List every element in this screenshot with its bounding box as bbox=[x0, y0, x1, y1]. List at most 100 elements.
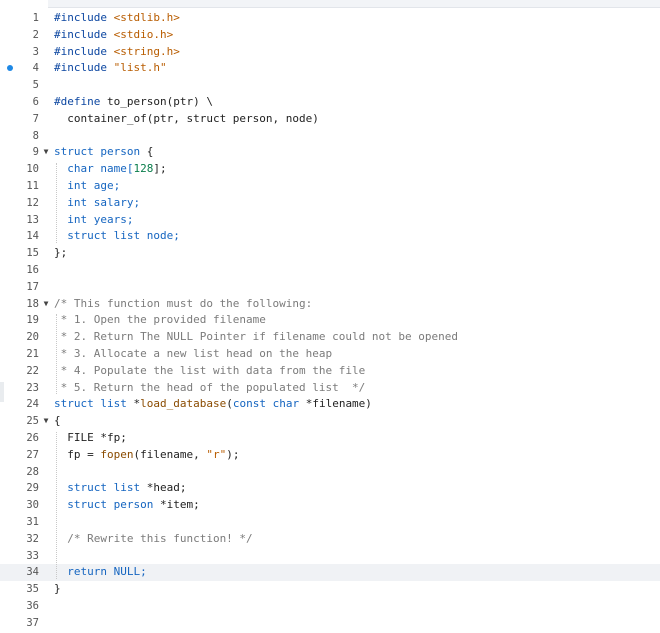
code-line[interactable]: 29 struct list *head; bbox=[0, 480, 660, 497]
line-number[interactable]: 18 bbox=[26, 297, 39, 310]
line-number[interactable]: 34 bbox=[26, 566, 39, 579]
line-number[interactable]: 1 bbox=[32, 12, 39, 24]
code-text: * 2. Return The NULL Pointer if filename… bbox=[54, 329, 458, 346]
line-number[interactable]: 12 bbox=[26, 196, 39, 209]
line-number[interactable]: 27 bbox=[26, 448, 39, 461]
line-number[interactable]: 17 bbox=[26, 280, 39, 293]
line-number[interactable]: 36 bbox=[26, 600, 39, 612]
code-line[interactable]: 3 #include <string.h> bbox=[0, 44, 660, 61]
breakpoint-icon[interactable] bbox=[7, 65, 13, 72]
code-line[interactable]: 33 bbox=[0, 548, 660, 565]
code-token: * bbox=[133, 397, 141, 411]
line-number[interactable]: 9 bbox=[32, 146, 39, 159]
line-number[interactable]: 4 bbox=[32, 62, 39, 75]
line-number[interactable]: 26 bbox=[26, 432, 39, 444]
line-number[interactable]: 23 bbox=[26, 381, 39, 394]
code-line[interactable]: 22 * 4. Populate the list with data from… bbox=[0, 363, 660, 380]
code-line[interactable]: 4 #include "list.h" bbox=[0, 60, 660, 77]
line-number[interactable]: 28 bbox=[26, 465, 39, 478]
code-token: struct bbox=[54, 397, 101, 411]
line-number[interactable]: 14 bbox=[26, 230, 39, 243]
code-line[interactable]: 36 bbox=[0, 598, 660, 615]
code-line[interactable]: 9▼struct person { bbox=[0, 144, 660, 161]
code-line[interactable]: 16 bbox=[0, 262, 660, 279]
code-line[interactable]: 30 struct person *item; bbox=[0, 497, 660, 514]
code-line[interactable]: 31 bbox=[0, 514, 660, 531]
code-token: person bbox=[100, 145, 147, 159]
indent-guide bbox=[56, 314, 57, 395]
line-number[interactable]: 16 bbox=[26, 264, 39, 276]
code-line[interactable]: 19 * 1. Open the provided filename bbox=[0, 312, 660, 329]
line-number[interactable]: 21 bbox=[26, 348, 39, 360]
code-line[interactable]: 6 #define to_person(ptr) \ bbox=[0, 94, 660, 111]
code-text: #include <string.h> bbox=[54, 44, 180, 61]
editor-tab-strip[interactable] bbox=[48, 0, 660, 8]
code-line[interactable]: 7 container_of(ptr, struct person, node) bbox=[0, 111, 660, 128]
code-token: person bbox=[113, 498, 160, 512]
line-number[interactable]: 19 bbox=[26, 314, 39, 327]
code-token: NULL; bbox=[113, 565, 147, 579]
code-token: * 4. Populate the list with data from th… bbox=[54, 363, 366, 377]
line-number[interactable]: 20 bbox=[26, 331, 39, 344]
code-editor[interactable]: 1#include <stdlib.h>2#include <stdio.h>3… bbox=[0, 10, 660, 633]
gutter-marker bbox=[0, 381, 4, 402]
line-number[interactable]: 15 bbox=[26, 247, 39, 260]
line-number[interactable]: 6 bbox=[32, 96, 39, 108]
code-line[interactable]: 18▼/* This function must do the followin… bbox=[0, 296, 660, 313]
line-number[interactable]: 5 bbox=[32, 79, 39, 92]
code-token: #include bbox=[54, 61, 114, 75]
code-line[interactable]: 1#include <stdlib.h> bbox=[0, 10, 660, 27]
line-number[interactable]: 24 bbox=[26, 398, 39, 411]
line-number[interactable]: 10 bbox=[26, 163, 39, 176]
code-line[interactable]: 11 int age; bbox=[0, 178, 660, 195]
code-line[interactable]: 21 * 3. Allocate a new list head on the … bbox=[0, 346, 660, 363]
code-text: #include "list.h" bbox=[54, 60, 167, 77]
code-token: char bbox=[272, 397, 306, 411]
code-line[interactable]: 25▼{ bbox=[0, 413, 660, 430]
code-line[interactable]: 17 bbox=[0, 279, 660, 296]
line-number[interactable]: 35 bbox=[26, 583, 39, 596]
code-line[interactable]: 10 char name[128]; bbox=[0, 161, 660, 178]
line-number[interactable]: 25 bbox=[26, 415, 39, 428]
code-token: fopen bbox=[100, 447, 134, 461]
code-line[interactable]: 20 * 2. Return The NULL Pointer if filen… bbox=[0, 329, 660, 346]
line-number[interactable]: 3 bbox=[32, 45, 39, 58]
code-line[interactable]: 27 fp = fopen(filename, "r"); bbox=[0, 447, 660, 464]
line-number[interactable]: 11 bbox=[26, 180, 39, 192]
code-line[interactable]: 26 FILE *fp; bbox=[0, 430, 660, 447]
editor-top-bar bbox=[0, 0, 660, 8]
code-text: #define to_person(ptr) \ bbox=[54, 94, 213, 111]
code-line[interactable]: 15}; bbox=[0, 245, 660, 262]
code-line[interactable]: 23 * 5. Return the head of the populated… bbox=[0, 380, 660, 397]
code-line[interactable]: 2 #include <stdio.h> bbox=[0, 27, 660, 44]
code-line[interactable]: 28 bbox=[0, 464, 660, 481]
code-token: salary; bbox=[93, 195, 141, 209]
line-number[interactable]: 31 bbox=[26, 516, 39, 528]
fold-toggle-icon[interactable]: ▼ bbox=[43, 298, 49, 308]
line-number[interactable]: 13 bbox=[26, 213, 39, 226]
code-line[interactable]: 14 struct list node; bbox=[0, 228, 660, 245]
line-number[interactable]: 33 bbox=[26, 549, 39, 562]
code-line[interactable]: 12 int salary; bbox=[0, 195, 660, 212]
code-line[interactable]: 8 bbox=[0, 128, 660, 145]
line-number[interactable]: 30 bbox=[26, 499, 39, 512]
code-line[interactable]: 5 bbox=[0, 77, 660, 94]
line-number[interactable]: 2 bbox=[32, 28, 39, 41]
fold-toggle-icon[interactable]: ▼ bbox=[43, 147, 49, 157]
line-number[interactable]: 7 bbox=[32, 112, 39, 125]
code-text: /* Rewrite this function! */ bbox=[54, 531, 252, 548]
code-token: years; bbox=[93, 212, 134, 226]
code-line[interactable]: 32 /* Rewrite this function! */ bbox=[0, 531, 660, 548]
code-line[interactable]: 34 return NULL; bbox=[0, 564, 660, 582]
code-line[interactable]: 37 bbox=[0, 615, 660, 632]
line-number[interactable]: 8 bbox=[32, 129, 39, 142]
fold-toggle-icon[interactable]: ▼ bbox=[43, 416, 49, 426]
code-line[interactable]: 35} bbox=[0, 581, 660, 598]
line-number[interactable]: 32 bbox=[26, 532, 39, 545]
code-text: #include <stdio.h> bbox=[54, 27, 173, 44]
line-number[interactable]: 29 bbox=[26, 482, 39, 495]
line-number[interactable]: 37 bbox=[26, 616, 39, 629]
code-line[interactable]: 13 int years; bbox=[0, 212, 660, 229]
line-number[interactable]: 22 bbox=[26, 364, 39, 377]
